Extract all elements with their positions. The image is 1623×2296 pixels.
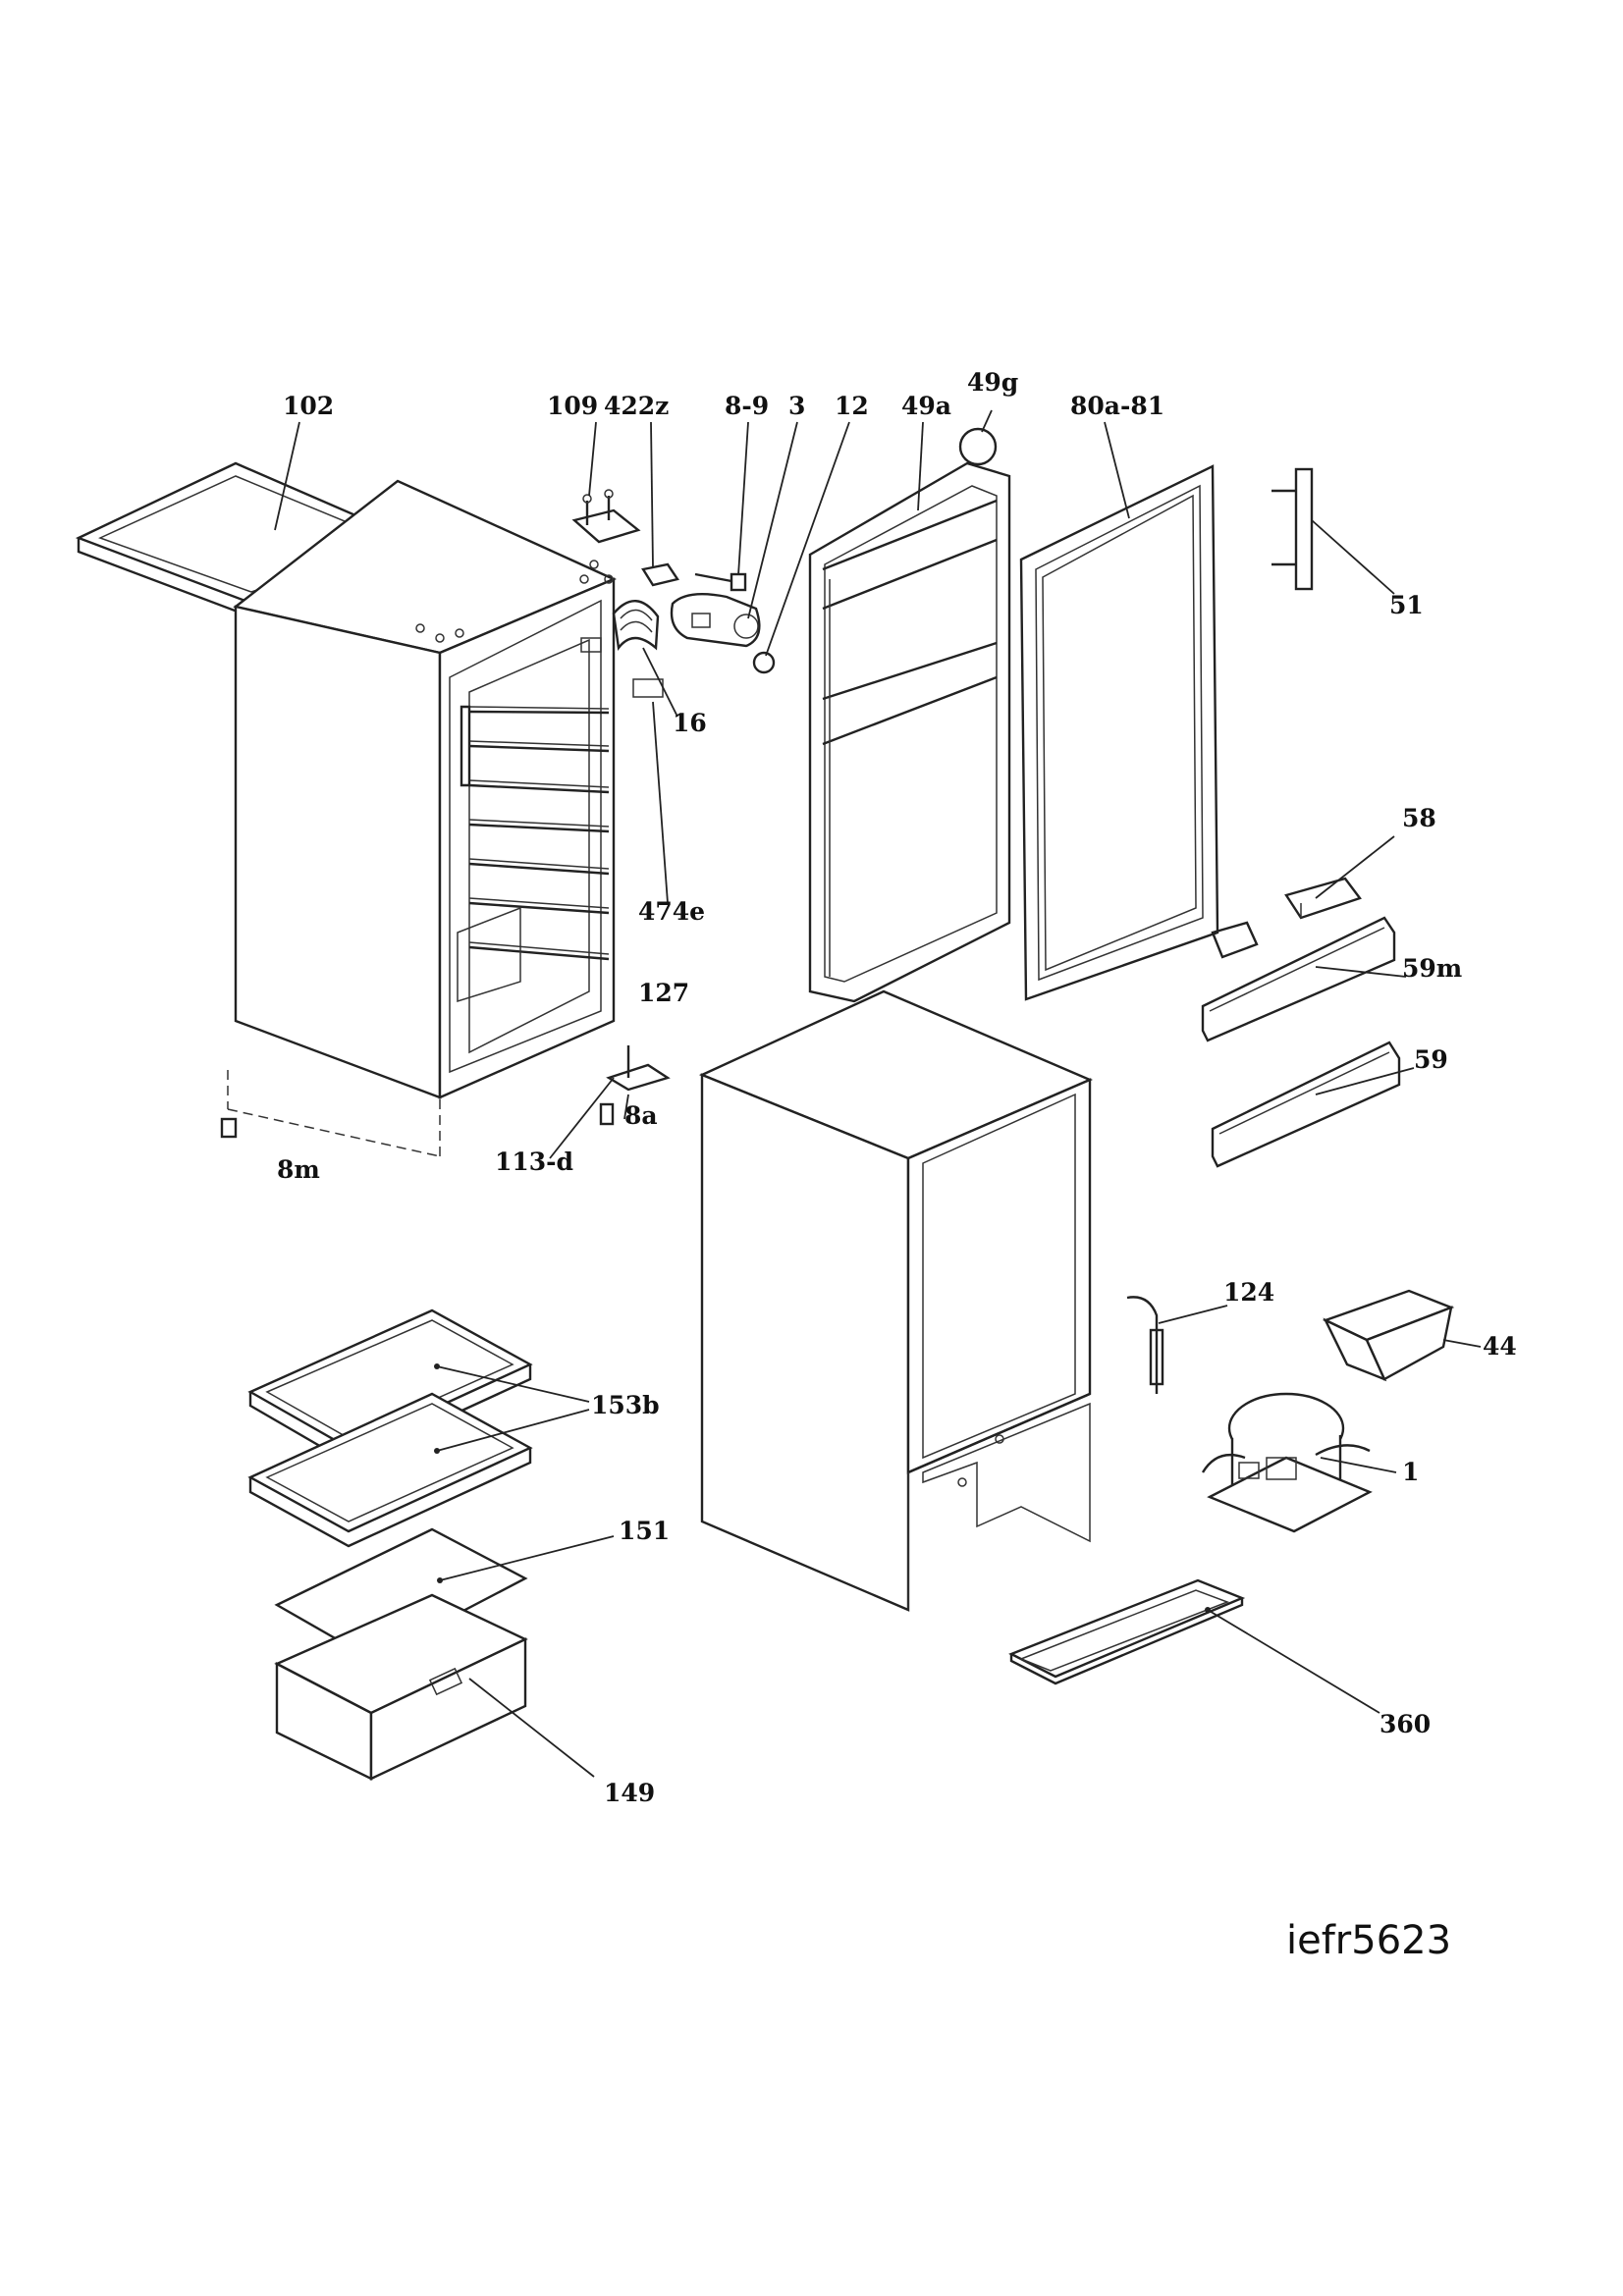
cabinet-body [233,479,664,1099]
label-360: 360 [1380,1710,1431,1738]
label-109: 109 [547,392,598,420]
label-44: 44 [1483,1332,1517,1361]
control-parts [571,421,850,904]
door-shelf-59m [1201,916,1407,1042]
outer-casing [698,989,1094,1612]
label-59: 59 [1414,1045,1448,1074]
egg-trays-58 [1211,835,1395,959]
label-8a: 8a [624,1101,658,1130]
door-49a [808,409,1011,1003]
crisper-drawer-149 [274,1593,595,1781]
part-labels: 102 109 422z 8-9 3 12 49a 49g 80a-81 51 … [277,368,1517,1807]
label-8m: 8m [277,1155,320,1184]
label-422z: 422z [604,392,669,420]
glass-shelves-153b [247,1308,590,1548]
label-8-9: 8-9 [725,392,769,420]
label-49g: 49g [967,368,1018,397]
label-474e: 474e [638,897,705,926]
label-124: 124 [1223,1278,1274,1307]
sensor-124 [1126,1296,1228,1394]
label-127: 127 [638,979,689,1007]
label-149: 149 [604,1779,655,1807]
model-code: iefr5623 [1286,1918,1451,1963]
label-3: 3 [788,392,805,420]
label-151: 151 [619,1517,670,1545]
compressor-1 [1201,1392,1397,1533]
label-59m: 59m [1402,954,1462,983]
handle-51 [1271,467,1395,595]
label-12: 12 [835,392,869,420]
door-gasket-80a-81 [1019,421,1219,1001]
base-plate-360 [1008,1578,1380,1714]
bottom-hinge-parts [220,1045,671,1159]
door-shelf-59 [1211,1041,1415,1168]
label-51: 51 [1389,591,1424,619]
label-80a-81: 80a-81 [1070,392,1164,420]
label-16: 16 [673,709,707,737]
label-102: 102 [283,392,334,420]
label-153b: 153b [591,1391,660,1419]
label-1: 1 [1402,1458,1419,1486]
label-49a: 49a [901,392,951,420]
ice-tray-44 [1322,1289,1482,1382]
label-113-d: 113-d [495,1148,573,1176]
label-58: 58 [1402,804,1436,832]
